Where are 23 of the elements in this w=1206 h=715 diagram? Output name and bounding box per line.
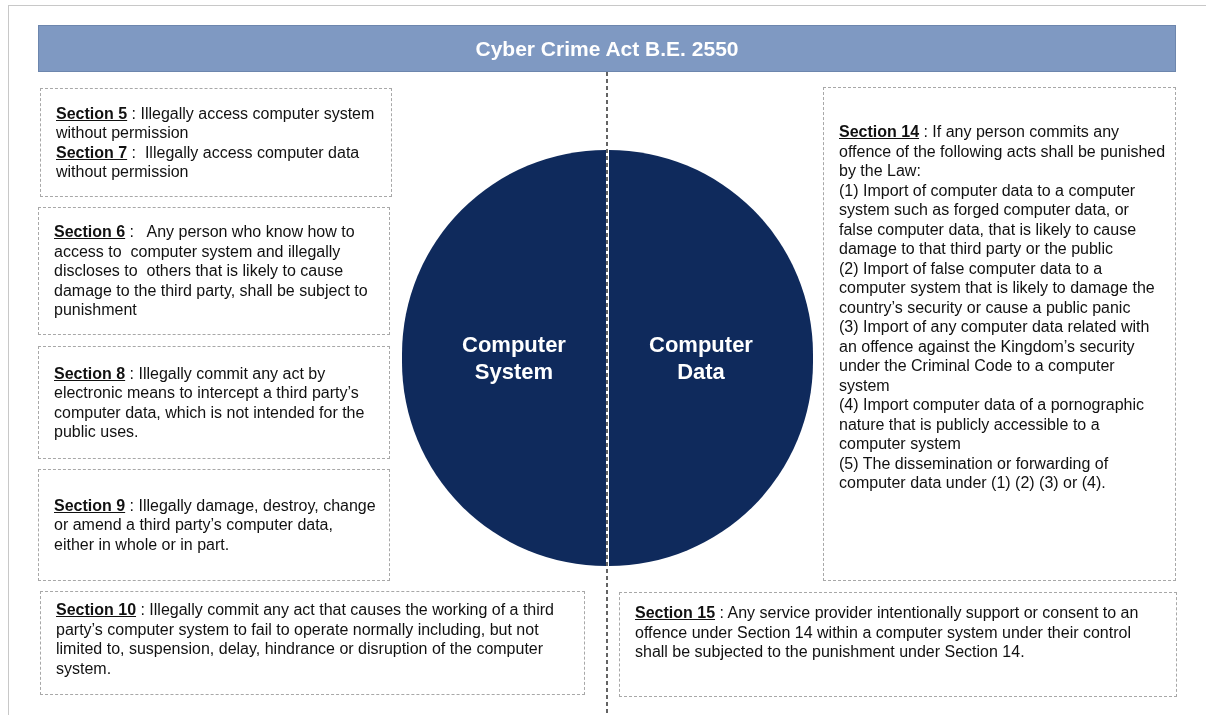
- section-text: Section 14 : If any person commits any offence of the following acts shall be punished by the Law:: [839, 122, 1167, 181]
- circle-label: Computer Data: [648, 331, 754, 385]
- section-box: [38, 346, 390, 459]
- section-text: Section 8 : Illegally commit any act by electronic means to intercept a third party’s computer data, which is not intended for the public uses.: [54, 363, 366, 442]
- title-banner: Cyber Crime Act B.E. 2550: [38, 25, 1176, 72]
- section-box: [40, 88, 392, 197]
- section-text: Section 7 : Illegally access computer data without permission: [56, 142, 361, 182]
- section-text: (1) Import of computer data to a computer system such as forged computer data, or false computer data, that is likely to cause damage to that third party or the public: [839, 180, 1138, 259]
- section-box: [619, 592, 1177, 697]
- section-text: (2) Import of false computer data to a computer system that is likely to damage the country’s security or cause a public panic: [839, 258, 1156, 317]
- section-text: Section 15 : Any service provider intentionally support or consent to an offence under Section 14 within a computer system under their control shall be subjected to the punishment under Section 14.: [635, 603, 1140, 662]
- section-box: [823, 87, 1176, 581]
- section-box: [38, 207, 390, 335]
- section-text: (4) Import computer data of a pornographic nature that is publicly accessible to a computer system: [839, 395, 1146, 454]
- circle-label: Computer System: [461, 331, 567, 385]
- section-box: [38, 469, 390, 581]
- section-text: (3) Import of any computer data related with an offence against the Kingdom’s security under the Criminal Code to a computer system: [839, 317, 1151, 395]
- section-text: (5) The dissemination or forwarding of computer data under (1) (2) (3) or (4).: [839, 453, 1110, 493]
- section-text: Section 6 : Any person who know how to access to computer system and illegally discloses to others that is likely to cause damage to the third party, shall be subject to punishment: [54, 222, 369, 320]
- section-box: [40, 591, 585, 695]
- section-text: Section 9 : Illegally damage, destroy, change or amend a third party’s computer data, either in whole or in part.: [54, 495, 377, 555]
- section-text: Section 10 : Illegally commit any act that causes the working of a third party’s computer system to fail to operate normally including, but not limited to, suspension, delay, hindrance or disruption of the computer system.: [56, 600, 555, 678]
- section-text: Section 5 : Illegally access computer system without permission: [56, 103, 376, 143]
